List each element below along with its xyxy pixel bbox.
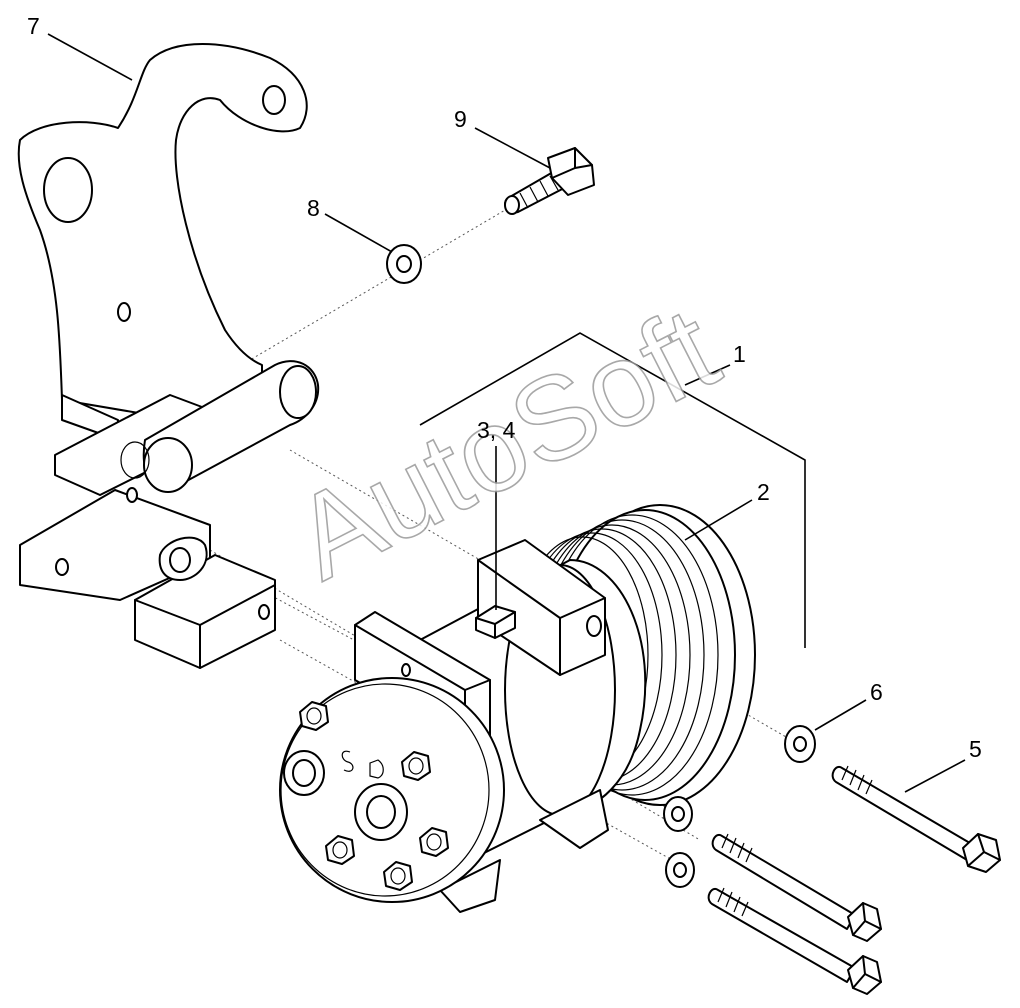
callout-labels: 1 2 3, 4 5 6 7 8 9 xyxy=(27,13,982,762)
callout-2: 2 xyxy=(757,479,770,505)
head-bolts xyxy=(299,701,449,891)
bolt-lower-a xyxy=(711,833,882,942)
washer-8 xyxy=(386,244,422,284)
callout-1: 1 xyxy=(733,341,746,367)
bolt-5 xyxy=(831,765,1001,873)
callout-5: 5 xyxy=(969,736,982,762)
callout-8: 8 xyxy=(307,195,320,221)
callout-6: 6 xyxy=(870,679,883,705)
washer-lower-a xyxy=(663,796,693,832)
callout-9: 9 xyxy=(454,106,467,132)
washer-6 xyxy=(784,725,816,763)
callout-7: 7 xyxy=(27,13,40,39)
assembly-bracket-lines xyxy=(419,332,806,648)
bolt-9 xyxy=(504,147,595,215)
callout-3-4: 3, 4 xyxy=(477,417,516,443)
mounting-bracket xyxy=(17,43,320,669)
bolt-lower-b xyxy=(707,887,882,995)
compressor xyxy=(279,504,756,913)
washer-lower-b xyxy=(665,852,695,888)
leader-lines xyxy=(47,33,966,793)
